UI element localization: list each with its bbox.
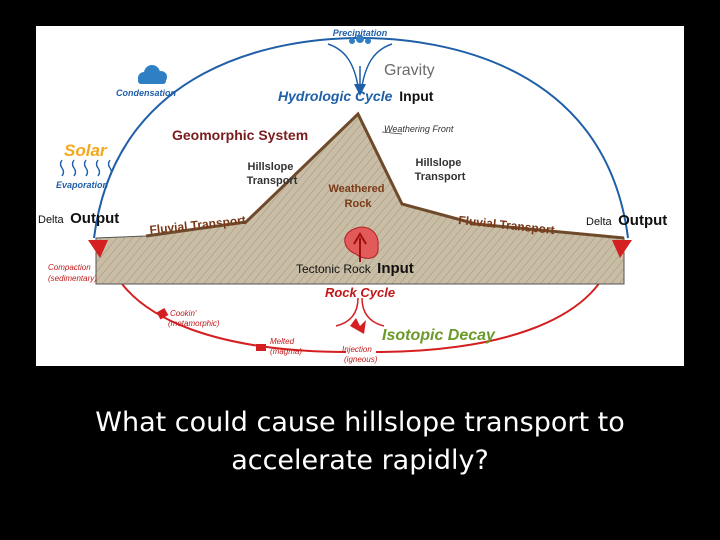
- hillslope-transport-right-label: Hillslope Transport: [415, 157, 466, 183]
- tectonic-rock-text: Tectonic Rock: [296, 262, 372, 276]
- precipitation-fork: [327, 43, 393, 87]
- delta-left-text: Delta: [38, 214, 65, 226]
- weathering-front-pointer: [381, 131, 403, 135]
- weathering-front-label: Weathering Front: [384, 124, 454, 134]
- compaction-label: Compaction (sedimentary): [48, 263, 97, 283]
- injection-rock-icon: [350, 318, 366, 334]
- slide-question: What could cause hillslope transport to …: [95, 407, 625, 476]
- tectonic-rock-label: Tectonic Rock Input: [296, 260, 414, 277]
- rock-cycle-fork: [335, 297, 385, 327]
- evaporation-icon: [59, 159, 113, 177]
- tectonic-input-text: Input: [377, 260, 414, 277]
- weathered-rock-label: Weathered Rock: [328, 183, 387, 210]
- evaporation-label: Evaporation: [56, 180, 109, 190]
- cookin-rock-icon: [156, 308, 169, 320]
- output-right-text: Output: [618, 212, 667, 229]
- hydrologic-cycle-label: Hydrologic Cycle Input: [278, 88, 434, 104]
- hillslope-transport-left-label: Hillslope Transport: [247, 161, 298, 187]
- condensation-cloud-icon: [138, 65, 167, 84]
- precipitation-cloud-icon: [349, 35, 371, 44]
- melted-rock-icon: [256, 344, 266, 351]
- condensation-label: Condensation: [116, 88, 177, 98]
- terrain-ridge: [145, 111, 625, 240]
- uplift-arrow: [353, 232, 367, 262]
- rock-cycle-label: Rock Cycle: [325, 285, 395, 300]
- delta-left-wedge: [88, 240, 108, 258]
- hydrologic-cycle-text: Hydrologic Cycle: [278, 88, 393, 104]
- geomorphic-system-label: Geomorphic System: [172, 127, 308, 143]
- magma-blob: [344, 226, 379, 259]
- precipitation-label: Precipitation: [333, 28, 388, 38]
- delta-right-wedge: [612, 240, 632, 258]
- output-left-text: Output: [70, 210, 119, 227]
- injection-label: Injection (igneous): [342, 345, 378, 364]
- hydrologic-input-text: Input: [399, 88, 434, 104]
- diagram-canvas: Precipitation Gravity Condensation Hydro…: [38, 28, 667, 364]
- earth-systems-diagram: Precipitation Gravity Condensation Hydro…: [36, 26, 684, 366]
- delta-output-right-label: Delta Output: [586, 212, 667, 229]
- isotopic-decay-label: Isotopic Decay: [382, 327, 496, 344]
- gravity-label: Gravity: [384, 62, 435, 79]
- delta-output-left-label: Delta Output: [38, 210, 119, 227]
- melted-label: Melted (magma): [270, 337, 302, 356]
- delta-right-text: Delta: [586, 216, 613, 228]
- solar-label: Solar: [64, 141, 108, 160]
- cookin-label: Cookin' (metamorphic): [168, 309, 220, 328]
